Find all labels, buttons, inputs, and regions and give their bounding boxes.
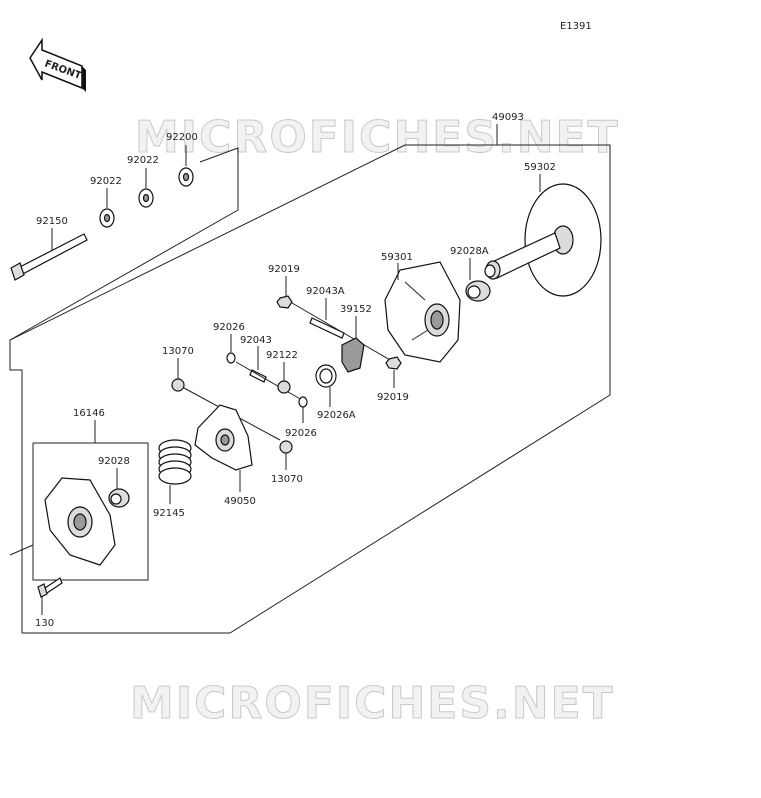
sheave-59302-icon (484, 183, 602, 297)
label-92122: 92122 (266, 350, 298, 361)
spider-49050-icon (194, 404, 253, 471)
weight-39152-icon (341, 337, 365, 373)
assembly-outline (9, 144, 611, 634)
label-92019-a: 92019 (268, 264, 300, 275)
label-92028A: 92028A (450, 246, 489, 257)
label-13070-b: 13070 (271, 474, 303, 485)
label-39152: 39152 (340, 304, 372, 315)
label-92022-b: 92022 (90, 176, 122, 187)
label-92026-b: 92026 (285, 428, 317, 439)
diagram-code: E1391 (560, 21, 592, 32)
bushing-13070-a-icon (171, 378, 185, 392)
label-92028: 92028 (98, 456, 130, 467)
bracket-link (9, 544, 34, 556)
label-59301: 59301 (381, 252, 413, 263)
washer-92026-a-icon (226, 352, 236, 364)
bushing-92028A-icon (465, 280, 491, 302)
label-59302: 59302 (524, 162, 556, 173)
nut-92019-a-icon (276, 295, 293, 309)
label-92145: 92145 (153, 508, 185, 519)
label-16146: 16146 (73, 408, 105, 419)
ring-inner (319, 368, 333, 384)
label-92150: 92150 (36, 216, 68, 227)
watermark-bottom: MICROFICHES.NET (130, 678, 615, 729)
label-92200: 92200 (166, 132, 198, 143)
label-92026-a: 92026 (213, 322, 245, 333)
watermark-top: MICROFICHES.NET (135, 112, 620, 163)
washer-hole (142, 193, 150, 203)
pin-92043A-icon (309, 317, 345, 339)
label-92043A: 92043A (306, 286, 345, 297)
sheave-59301-icon (384, 261, 461, 363)
label-92043: 92043 (240, 335, 272, 346)
nut-92019-b-icon (385, 356, 402, 370)
axis-92043 (235, 361, 303, 401)
washer-hole (103, 213, 111, 223)
label-92019-b: 92019 (377, 392, 409, 403)
label-13070-a: 13070 (162, 346, 194, 357)
collar-92122-icon (277, 380, 291, 394)
washer-hole (182, 172, 190, 182)
label-92026A: 92026A (317, 410, 356, 421)
spring-92145-icon (158, 439, 192, 485)
label-130: 130 (35, 618, 54, 629)
washer-92026-b-icon (298, 396, 308, 408)
label-92022-a: 92022 (127, 155, 159, 166)
label-49050: 49050 (224, 496, 256, 507)
bolt-group-bracket (9, 147, 239, 341)
bushing-13070-b-icon (279, 440, 293, 454)
front-arrow-icon: FRONT (29, 37, 86, 92)
subassembly-box-16146 (32, 442, 149, 581)
label-49093: 49093 (492, 112, 524, 123)
bolt-130-icon (37, 577, 63, 598)
axis-92043A (291, 302, 391, 361)
bushing-92028-icon (108, 488, 130, 508)
pin-92043-icon (249, 369, 267, 383)
bolt-92150-icon (10, 233, 88, 281)
cover-16146-icon (44, 477, 116, 566)
